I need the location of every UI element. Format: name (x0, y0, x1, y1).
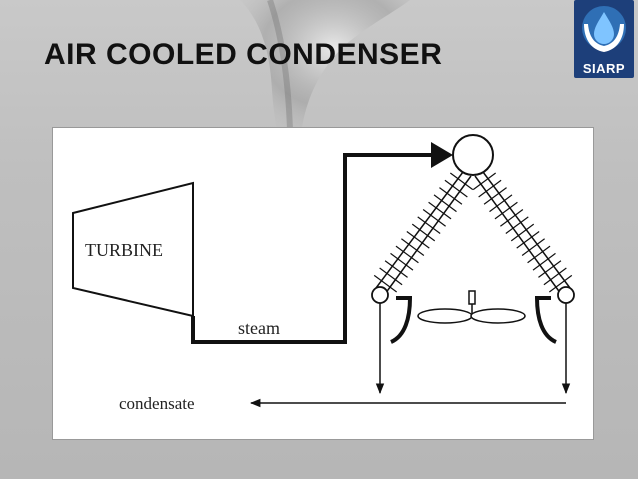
cooling-fin (500, 209, 524, 227)
cooling-fin (494, 201, 518, 220)
condenser-diagram: TURBINE steam (53, 128, 593, 439)
left-condensate-header (371, 286, 389, 304)
condensate-label: condensate (119, 394, 195, 413)
cooling-fin (505, 216, 529, 235)
cooling-fin (411, 223, 436, 242)
cooling-fin (449, 172, 474, 191)
steam-header-drum (452, 134, 494, 176)
cooling-fin (417, 216, 441, 235)
cooling-fin (379, 267, 403, 286)
cooling-fin (390, 252, 414, 271)
cooling-fin (406, 230, 430, 249)
cooling-fin (401, 238, 425, 256)
cooling-fin (444, 179, 468, 198)
cooling-fin (543, 267, 567, 286)
right-condensate-header (557, 286, 575, 304)
steam-label: steam (238, 318, 280, 338)
cooling-fin (395, 245, 419, 264)
turbine-label: TURBINE (85, 240, 163, 260)
logo-text: SIARP (582, 61, 626, 76)
cooling-fin (483, 187, 507, 205)
hands-water-drop-icon (582, 6, 626, 52)
cooling-fin (422, 209, 446, 227)
cooling-fin (384, 260, 408, 278)
cooling-fin (373, 274, 398, 293)
cooling-fin (521, 238, 545, 256)
steam-arrowhead (431, 142, 453, 168)
cooling-fin (527, 245, 551, 264)
cooling-fan (417, 290, 526, 324)
cooling-fin (516, 230, 540, 249)
diagram-svg: TURBINE steam (72, 134, 575, 413)
page-title: AIR COOLED CONDENSER (44, 38, 443, 71)
cooling-fin (538, 260, 562, 278)
siarp-logo: SIARP (574, 0, 634, 78)
cooling-fin (433, 194, 457, 213)
cooling-fin (489, 194, 513, 213)
cooling-fin (510, 223, 535, 242)
cooling-fin (548, 274, 573, 293)
cooling-fin (532, 252, 556, 271)
steam-pipe (191, 153, 435, 344)
cooling-fin (439, 187, 463, 205)
cooling-fin (428, 201, 452, 220)
left-finned-tube-bundle (373, 171, 474, 295)
cooling-fin (472, 172, 497, 191)
cooling-fin (478, 179, 502, 198)
right-finned-tube-bundle (472, 171, 573, 295)
right-fan-shroud (534, 296, 557, 344)
left-fan-shroud (390, 296, 413, 344)
